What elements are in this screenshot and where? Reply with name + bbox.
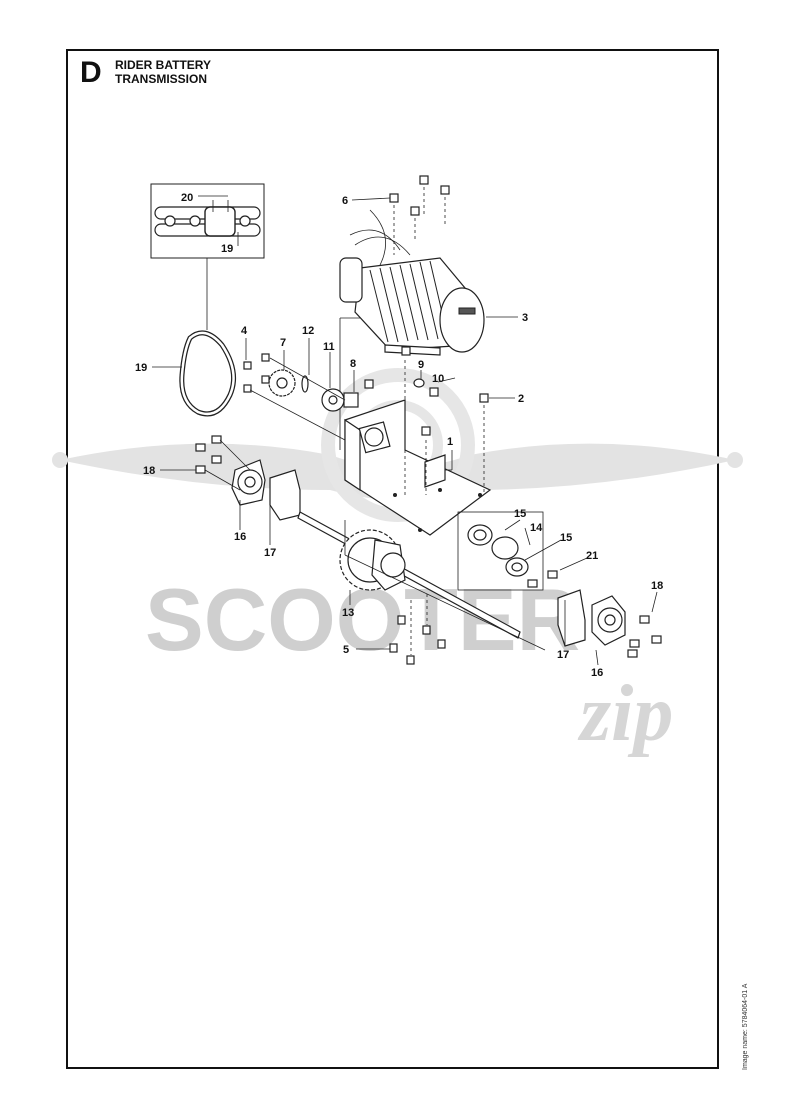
small-hardware	[243, 346, 489, 441]
callout-10: 10	[432, 373, 444, 385]
callout-8: 8	[350, 358, 356, 370]
callout-labels: 20 19 19 6 3 4 7 12 11 8 9 10 2 1 18 16 …	[135, 192, 663, 679]
callout-leaders	[152, 197, 658, 666]
callout-20: 20	[181, 192, 193, 204]
callout-5: 5	[343, 644, 349, 656]
callout-19: 19	[135, 362, 147, 374]
drawing-frame	[66, 49, 719, 1069]
callout-16-right: 16	[591, 667, 603, 679]
callout-15-upper: 15	[514, 508, 526, 520]
callout-11: 11	[323, 341, 335, 353]
callout-3: 3	[522, 312, 528, 324]
callout-4: 4	[241, 325, 248, 337]
callout-1: 1	[447, 436, 453, 448]
electric-motor	[339, 209, 485, 356]
motor-bracket	[344, 360, 492, 536]
callout-6: 6	[342, 195, 348, 207]
diagram-title-line1: RIDER BATTERY	[115, 58, 211, 72]
small-drive-sprocket	[321, 388, 359, 412]
callout-15-lower: 15	[560, 532, 572, 544]
callout-17-right: 17	[557, 649, 569, 661]
bearing-set	[457, 511, 558, 591]
callout-13: 13	[342, 607, 354, 619]
callout-18-left: 18	[143, 465, 155, 477]
callout-19-inset: 19	[221, 243, 233, 255]
left-wheel-hub	[195, 435, 301, 521]
callout-2: 2	[518, 393, 524, 405]
callout-21: 21	[586, 550, 598, 562]
callout-9: 9	[418, 359, 424, 371]
chain-detail-inset	[150, 183, 265, 330]
image-name-caption: Image name: 5784064-01 A	[742, 983, 749, 1070]
callout-18-right: 18	[651, 580, 663, 592]
chain-link-detail	[154, 206, 261, 237]
callout-14: 14	[530, 522, 543, 534]
callout-12: 12	[302, 325, 314, 337]
watermark-script: zip	[577, 670, 673, 758]
callout-7: 7	[280, 337, 286, 349]
section-letter: D	[80, 56, 102, 89]
motor-bolts	[389, 175, 450, 255]
diagram-title-line2: TRANSMISSION	[115, 72, 208, 86]
callout-17-left: 17	[264, 547, 276, 559]
callout-16-left: 16	[234, 531, 246, 543]
drive-sprocket	[268, 369, 296, 397]
rear-axle-assembly	[297, 511, 521, 665]
